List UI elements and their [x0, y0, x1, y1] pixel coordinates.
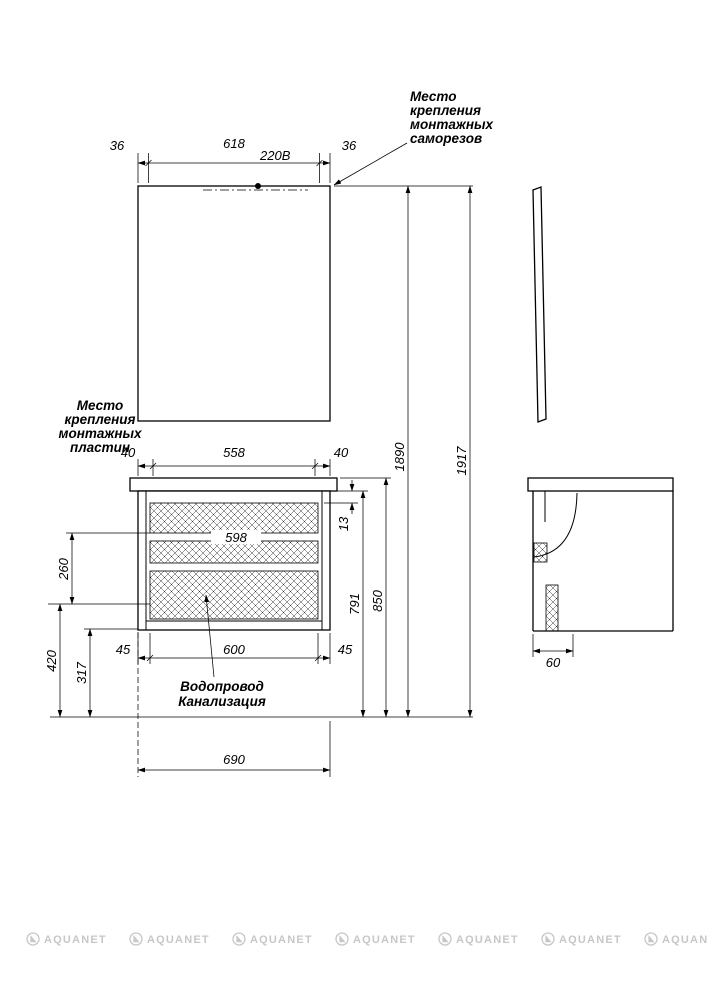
- drawer-1: [149, 502, 319, 534]
- dim-45-right: 45: [338, 642, 353, 657]
- drawer-3: [149, 570, 319, 620]
- aquanet-logo-icon: [541, 932, 555, 946]
- aquanet-logo-icon: [438, 932, 452, 946]
- dim-558: 558: [223, 445, 245, 460]
- plumbing-label-line2: Канализация: [178, 694, 266, 709]
- right-vertical-dimensions: 791 850 1890 1917: [50, 185, 473, 718]
- watermark-brand: AQUANET: [250, 934, 313, 946]
- plates-label-line3: монтажных: [58, 426, 142, 441]
- dim-36-left: 36: [110, 138, 125, 153]
- screws-label-line3: монтажных: [410, 117, 494, 132]
- vanity-top-dimension: 40 558 40: [121, 445, 349, 476]
- aquanet-logo-icon: [129, 932, 143, 946]
- dim-36-right: 36: [342, 138, 357, 153]
- power-label: 220В: [259, 148, 291, 163]
- countertop: [129, 477, 338, 492]
- watermark-brand: AQUANET: [147, 934, 210, 946]
- plumbing-label-line1: Водопровод: [180, 679, 264, 694]
- watermark-brand: AQUANET: [353, 934, 416, 946]
- overall-width-dimension: 690: [137, 632, 331, 777]
- dim-45-left: 45: [116, 642, 131, 657]
- watermark-brand: AQUANET: [559, 934, 622, 946]
- aquanet-logo-icon: [644, 932, 658, 946]
- mount-screws-annotation: Место крепления монтажных саморезов: [333, 89, 494, 186]
- aquanet-logo-icon: [335, 932, 349, 946]
- dim-260: 260: [56, 557, 71, 580]
- plumbing-annotation: Водопровод Канализация: [178, 594, 266, 709]
- mirror-side-view: [532, 186, 547, 423]
- watermark-row: AQUANET AQUANET AQUANET AQUANET AQUANET …: [26, 932, 708, 946]
- plates-label-line2: крепления: [65, 412, 136, 427]
- mount-bracket-upper: [533, 542, 548, 563]
- watermark-brand: AQUANET: [456, 934, 519, 946]
- dim-850: 850: [370, 589, 385, 611]
- plates-label-line4: пластин: [70, 440, 130, 455]
- plumbing-leader-line: [204, 594, 215, 678]
- vanity-front-view: 598: [129, 477, 338, 631]
- aquanet-logo-icon: [232, 932, 246, 946]
- aquanet-logo-icon: [26, 932, 40, 946]
- dim-598: 598: [225, 530, 247, 545]
- dim-618: 618: [223, 136, 245, 151]
- dim-1917: 1917: [454, 446, 469, 476]
- dim-40-left: 40: [121, 445, 136, 460]
- dim-60: 60: [546, 655, 561, 670]
- vanity-bottom-dimension: 45 600 45: [116, 633, 353, 664]
- dim-420: 420: [44, 649, 59, 671]
- screws-label-line4: саморезов: [410, 131, 482, 146]
- mirror-front-view: [137, 183, 331, 422]
- watermark-brand: AQUANET: [44, 934, 107, 946]
- screws-label-line2: крепления: [410, 103, 481, 118]
- mount-plates-annotation: Место крепления монтажных пластин: [58, 398, 142, 455]
- dim-1890: 1890: [392, 442, 407, 472]
- dim-600: 600: [223, 642, 245, 657]
- plates-label-line1: Место: [77, 398, 124, 413]
- dim-40-right: 40: [334, 445, 349, 460]
- screws-leader-line: [333, 142, 408, 186]
- dim-791: 791: [347, 593, 362, 615]
- left-vertical-dimensions: 260 420 317: [44, 532, 150, 718]
- power-point-dot: [255, 183, 261, 189]
- mirror-top-dimension: 36 618 36 220В: [110, 136, 357, 183]
- screws-label-line1: Место: [410, 89, 457, 104]
- dim-13: 13: [336, 516, 351, 531]
- watermark-brand: AQUANET: [662, 934, 708, 946]
- dim-690: 690: [223, 752, 245, 767]
- vanity-side-view: 60: [527, 477, 674, 670]
- mount-bracket-lower: [545, 584, 559, 632]
- dim-317: 317: [74, 661, 89, 683]
